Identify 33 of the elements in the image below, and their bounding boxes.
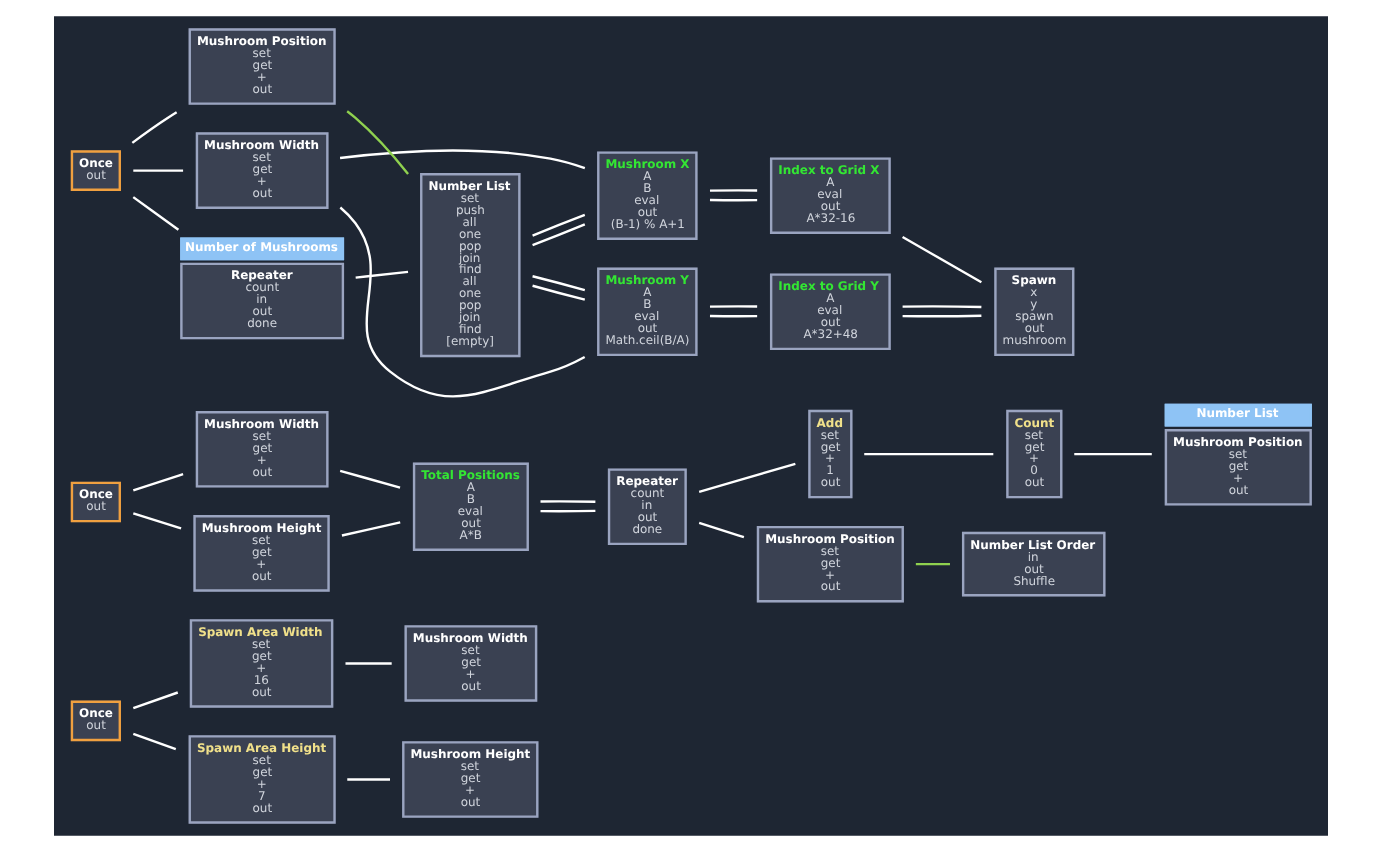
connector: [531, 275, 585, 292]
connector: [131, 691, 178, 710]
connector: [344, 662, 391, 665]
connector: [531, 223, 585, 247]
connector: [338, 149, 585, 170]
connector: [531, 213, 585, 237]
connector: [697, 521, 744, 539]
connector: [531, 284, 585, 301]
connector: [131, 473, 183, 492]
connector: [708, 189, 757, 192]
connector: [131, 512, 181, 530]
connector: [539, 500, 595, 503]
connector: [132, 169, 183, 172]
connector: [901, 235, 981, 284]
connector: [901, 314, 981, 318]
connector: [708, 305, 757, 308]
connector: [697, 462, 795, 494]
connector: [708, 314, 757, 318]
connector: [1073, 452, 1151, 456]
connector: [863, 452, 993, 456]
connector: [346, 778, 389, 781]
connector: [914, 562, 949, 566]
connector: [340, 521, 400, 537]
connector: [131, 196, 179, 231]
connector: [708, 198, 757, 202]
connector: [539, 509, 595, 513]
connector: [130, 111, 177, 144]
connector: [338, 469, 400, 489]
connector: [131, 732, 176, 751]
connector: [354, 270, 408, 279]
connector: [338, 206, 585, 398]
connector: [345, 110, 408, 175]
connector: [901, 305, 981, 309]
